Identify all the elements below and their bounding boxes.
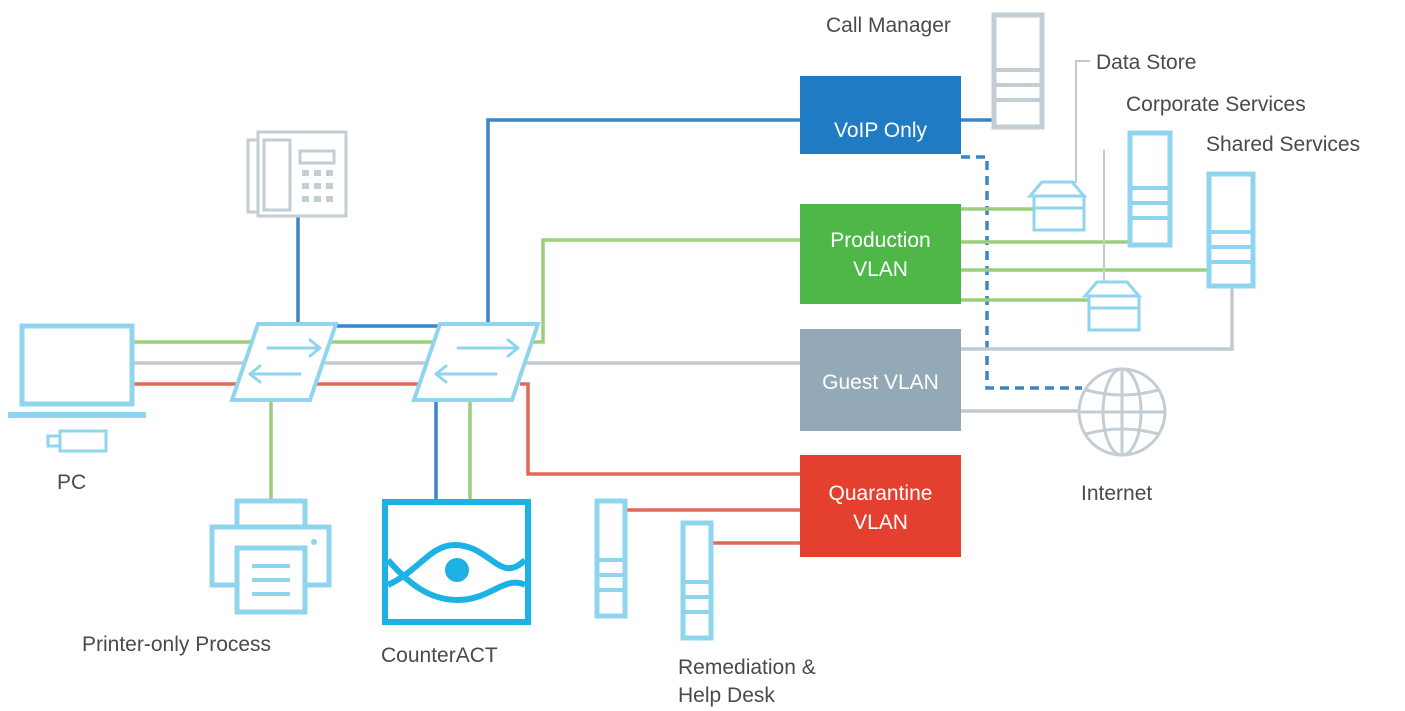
datastore-icon	[1081, 280, 1143, 332]
switch-icon	[229, 322, 339, 402]
internet-label: Internet	[1081, 482, 1152, 505]
remediation-label-2: Help Desk	[678, 684, 775, 707]
vlan-guest-label: Guest VLAN	[822, 371, 939, 394]
vlan-quarantine-label-2: VLAN	[853, 511, 908, 534]
server-icon	[680, 520, 714, 641]
pc-label: PC	[57, 471, 86, 494]
vlan-voip-label: VoIP Only	[834, 119, 928, 142]
vlan-quarantine-label-1: Quarantine	[829, 482, 933, 505]
vlan-guest: Guest VLAN	[800, 329, 961, 431]
link-voip	[486, 118, 800, 326]
printer-label: Printer-only Process	[82, 633, 271, 656]
connections	[132, 60, 1234, 545]
vlan-production: Production VLAN	[800, 204, 961, 304]
server-icon	[1206, 171, 1256, 289]
vlan-quarantine: Quarantine VLAN	[800, 455, 961, 557]
call-manager-label: Call Manager	[826, 14, 951, 37]
link-quarantine	[520, 382, 800, 476]
corporate-services-label: Corporate Services	[1126, 93, 1306, 116]
server-icon	[1127, 130, 1173, 248]
printer-icon	[209, 498, 332, 615]
counteract-eye-icon	[382, 499, 531, 625]
link-production	[530, 238, 800, 344]
server-icon	[594, 498, 628, 619]
remediation-label-1: Remediation &	[678, 656, 816, 679]
data-store-label: Data Store	[1096, 51, 1196, 74]
globe-icon	[1077, 367, 1167, 457]
laptop-icon	[8, 323, 146, 418]
phone-icon	[246, 130, 348, 218]
datastore-icon	[1026, 180, 1088, 232]
link-guest-shared	[961, 288, 1234, 351]
shared-services-label: Shared Services	[1206, 133, 1360, 156]
switch-icon	[411, 322, 541, 402]
link-voip-internet	[961, 155, 1082, 390]
vlan-production-label-1: Production	[830, 229, 930, 252]
leader-datastore	[1070, 60, 1090, 183]
vlan-production-label-2: VLAN	[853, 258, 908, 281]
counteract-label: CounterACT	[381, 644, 498, 667]
vlan-voip: VoIP Only	[800, 76, 961, 154]
server-icon	[991, 12, 1045, 130]
usb-icon	[46, 429, 108, 453]
